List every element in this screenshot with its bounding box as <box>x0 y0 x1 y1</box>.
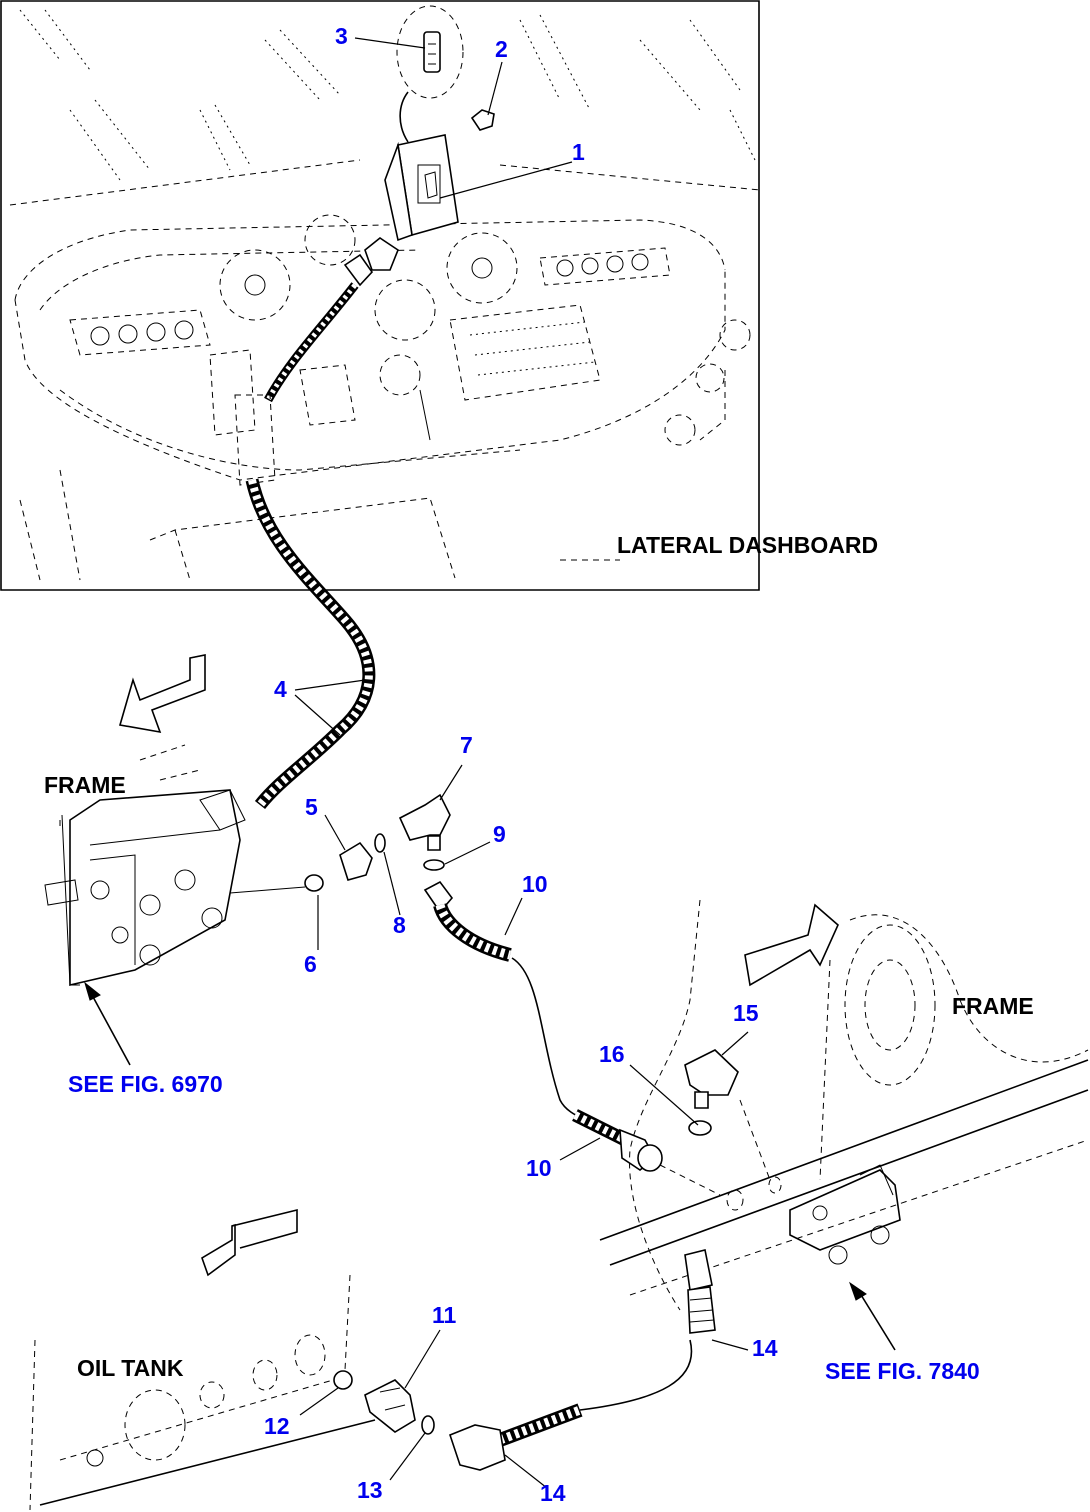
callout-3: 3 <box>335 23 348 49</box>
callout-12: 12 <box>264 1413 290 1439</box>
reference-fig-7840: SEE FIG. 7840 <box>825 1358 980 1384</box>
part-10-hose-upper <box>423 880 586 1121</box>
dashboard-inset <box>0 0 761 591</box>
part-8-oring <box>374 833 386 853</box>
part-3-bulb <box>396 5 464 143</box>
part-13-oring <box>421 1415 435 1435</box>
ref-arrow-7840 <box>849 1281 896 1351</box>
callout-10-lower: 10 <box>526 1155 552 1181</box>
callout-5: 5 <box>305 794 318 820</box>
callout-14-bottom: 14 <box>540 1480 566 1506</box>
callout-9: 9 <box>493 821 506 847</box>
callouts: 3 2 1 4 5 6 7 8 9 10 10 11 12 13 14 14 1… <box>264 23 778 1506</box>
label-frame-left: FRAME <box>44 772 126 798</box>
frame-left-arrow <box>118 654 206 734</box>
callout-7: 7 <box>460 732 473 758</box>
valve-block <box>44 744 246 987</box>
label-lateral-dashboard: LATERAL DASHBOARD <box>617 532 878 558</box>
part-15-elbow <box>684 1049 739 1109</box>
part-11-sensor <box>364 1379 416 1433</box>
leader-lines <box>294 37 749 1489</box>
part-10-hose-lower <box>572 1109 721 1196</box>
label-oil-tank: OIL TANK <box>77 1355 184 1381</box>
callout-1: 1 <box>572 139 585 165</box>
part-1-switch <box>384 134 459 242</box>
part-5-adapter <box>339 841 373 881</box>
callout-11: 11 <box>432 1302 457 1328</box>
callout-8: 8 <box>393 912 406 938</box>
callout-2: 2 <box>495 36 508 62</box>
section-labels: LATERAL DASHBOARD FRAME FRAME OIL TANK S… <box>44 532 1034 1384</box>
part-4-harness <box>234 237 399 810</box>
oil-tank <box>29 1208 376 1511</box>
callout-16: 16 <box>599 1041 625 1067</box>
part-7-elbow <box>398 793 451 851</box>
callout-4: 4 <box>274 676 287 702</box>
frame-right <box>599 899 1089 1311</box>
part-14-hose <box>449 1249 716 1471</box>
callout-13: 13 <box>357 1477 383 1503</box>
ref-arrow-6970 <box>84 981 131 1066</box>
reference-fig-6970: SEE FIG. 6970 <box>68 1071 223 1097</box>
part-16-oring <box>688 1120 712 1136</box>
part-9-oring <box>423 859 445 871</box>
part-6-seal <box>229 874 324 894</box>
callout-10-upper: 10 <box>522 871 548 897</box>
label-frame-right: FRAME <box>952 993 1034 1019</box>
callout-6: 6 <box>304 951 317 977</box>
callout-14-right: 14 <box>752 1335 778 1361</box>
part-12-oring <box>333 1370 353 1390</box>
callout-15: 15 <box>733 1000 759 1026</box>
part-2-clip <box>470 109 495 131</box>
